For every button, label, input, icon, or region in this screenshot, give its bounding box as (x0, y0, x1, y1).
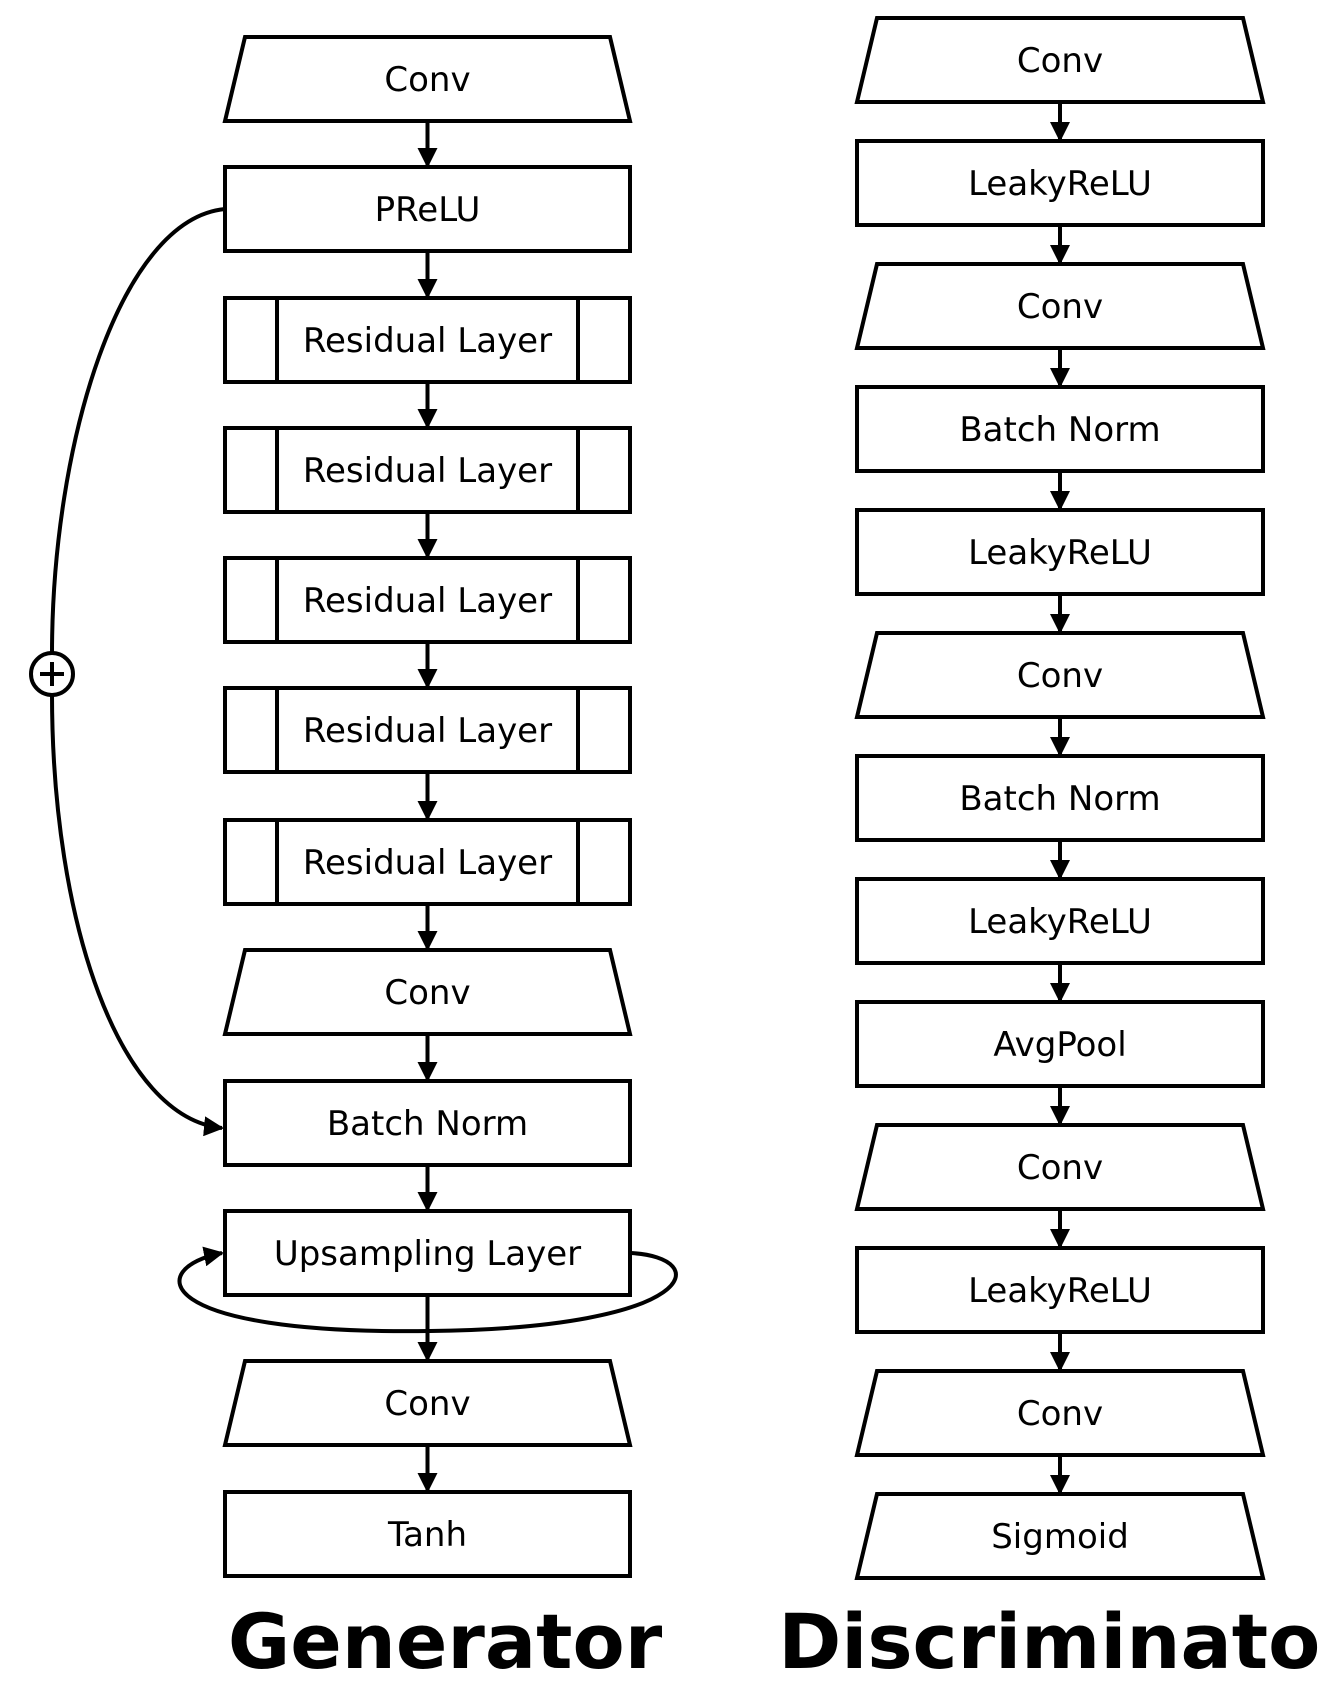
trapezoid-shape (222, 1359, 633, 1447)
plus-operator-icon (29, 651, 75, 697)
generator-block-label: Conv (384, 973, 470, 1013)
rect-shape (855, 1000, 1265, 1088)
discriminator-block-avgpool: AvgPool (855, 1000, 1265, 1088)
skip-connection-path (50, 207, 226, 655)
generator-block-label: Conv (384, 60, 470, 100)
discriminator-block-leakyrelu: LeakyReLU (855, 1246, 1265, 1334)
discriminator-block-label: Sigmoid (991, 1517, 1129, 1557)
generator-block-upsampling-layer: Upsampling Layer (223, 1209, 632, 1297)
generator-block-conv: Conv (222, 35, 633, 123)
rect-shape (223, 556, 632, 644)
discriminator-block-batch-norm: Batch Norm (855, 385, 1265, 473)
discriminator-block-label: AvgPool (993, 1025, 1126, 1065)
trapezoid-shape (854, 1492, 1266, 1580)
generator-block-prelu: PReLU (223, 165, 632, 253)
generator-block-label: Residual Layer (303, 843, 552, 883)
discriminator-block-label: Batch Norm (959, 410, 1160, 450)
discriminator-block-label: LeakyReLU (968, 533, 1152, 573)
trapezoid-shape (854, 1123, 1266, 1211)
discriminator-block-label: Batch Norm (959, 779, 1160, 819)
discriminator-block-label: Conv (1017, 41, 1103, 81)
discriminator-block-conv: Conv (854, 631, 1266, 719)
generator-block-label: Residual Layer (303, 451, 552, 491)
discriminator-block-conv: Conv (854, 1369, 1266, 1457)
generator-block-label: Residual Layer (303, 711, 552, 751)
discriminator-block-label: Conv (1017, 1394, 1103, 1434)
discriminator-block-label: LeakyReLU (968, 164, 1152, 204)
generator-block-batch-norm: Batch Norm (223, 1079, 632, 1167)
trapezoid-shape (222, 35, 633, 123)
rect-shape (855, 139, 1265, 227)
trapezoid-shape (222, 948, 633, 1036)
rect-shape (223, 165, 632, 253)
generator-block-conv: Conv (222, 1359, 633, 1447)
discriminator-block-conv: Conv (854, 16, 1266, 104)
generator-block-label: Tanh (387, 1515, 467, 1555)
discriminator-block-label: Conv (1017, 656, 1103, 696)
discriminator-block-leakyrelu: LeakyReLU (855, 139, 1265, 227)
skip-connection-arrow (50, 693, 224, 1137)
discriminator-block-label: LeakyReLU (968, 902, 1152, 942)
trapezoid-shape (854, 16, 1266, 104)
upsampling-loop-arrow (177, 1246, 678, 1334)
discriminator-block-conv: Conv (854, 262, 1266, 350)
generator-block-tanh: Tanh (223, 1490, 632, 1578)
generator-block-conv: Conv (222, 948, 633, 1036)
discriminator-block-label: Conv (1017, 287, 1103, 327)
discriminator-block-batch-norm: Batch Norm (855, 754, 1265, 842)
discriminator-block-label: LeakyReLU (968, 1271, 1152, 1311)
generator-block-label: Conv (384, 1384, 470, 1424)
generator-block-residual-layer: Residual Layer (223, 686, 632, 774)
rect-shape (855, 754, 1265, 842)
generator-block-residual-layer: Residual Layer (223, 818, 632, 906)
discriminator-block-leakyrelu: LeakyReLU (855, 508, 1265, 596)
generator-block-label: PReLU (375, 190, 481, 230)
generator-title: Generator (228, 1597, 663, 1686)
discriminator-title: Discriminator (778, 1597, 1323, 1686)
trapezoid-shape (854, 262, 1266, 350)
trapezoid-shape (854, 1369, 1266, 1457)
discriminator-block-conv: Conv (854, 1123, 1266, 1211)
generator-block-residual-layer: Residual Layer (223, 426, 632, 514)
generator-block-label: Residual Layer (303, 581, 552, 621)
generator-block-residual-layer: Residual Layer (223, 556, 632, 644)
generator-block-label: Residual Layer (303, 321, 552, 361)
trapezoid-shape (854, 631, 1266, 719)
generator-block-residual-layer: Residual Layer (223, 296, 632, 384)
rect-shape (223, 1490, 632, 1578)
generator-block-label: Upsampling Layer (274, 1234, 581, 1274)
discriminator-block-leakyrelu: LeakyReLU (855, 877, 1265, 965)
discriminator-block-label: Conv (1017, 1148, 1103, 1188)
discriminator-block-sigmoid: Sigmoid (854, 1492, 1266, 1580)
generator-block-label: Batch Norm (327, 1104, 528, 1144)
